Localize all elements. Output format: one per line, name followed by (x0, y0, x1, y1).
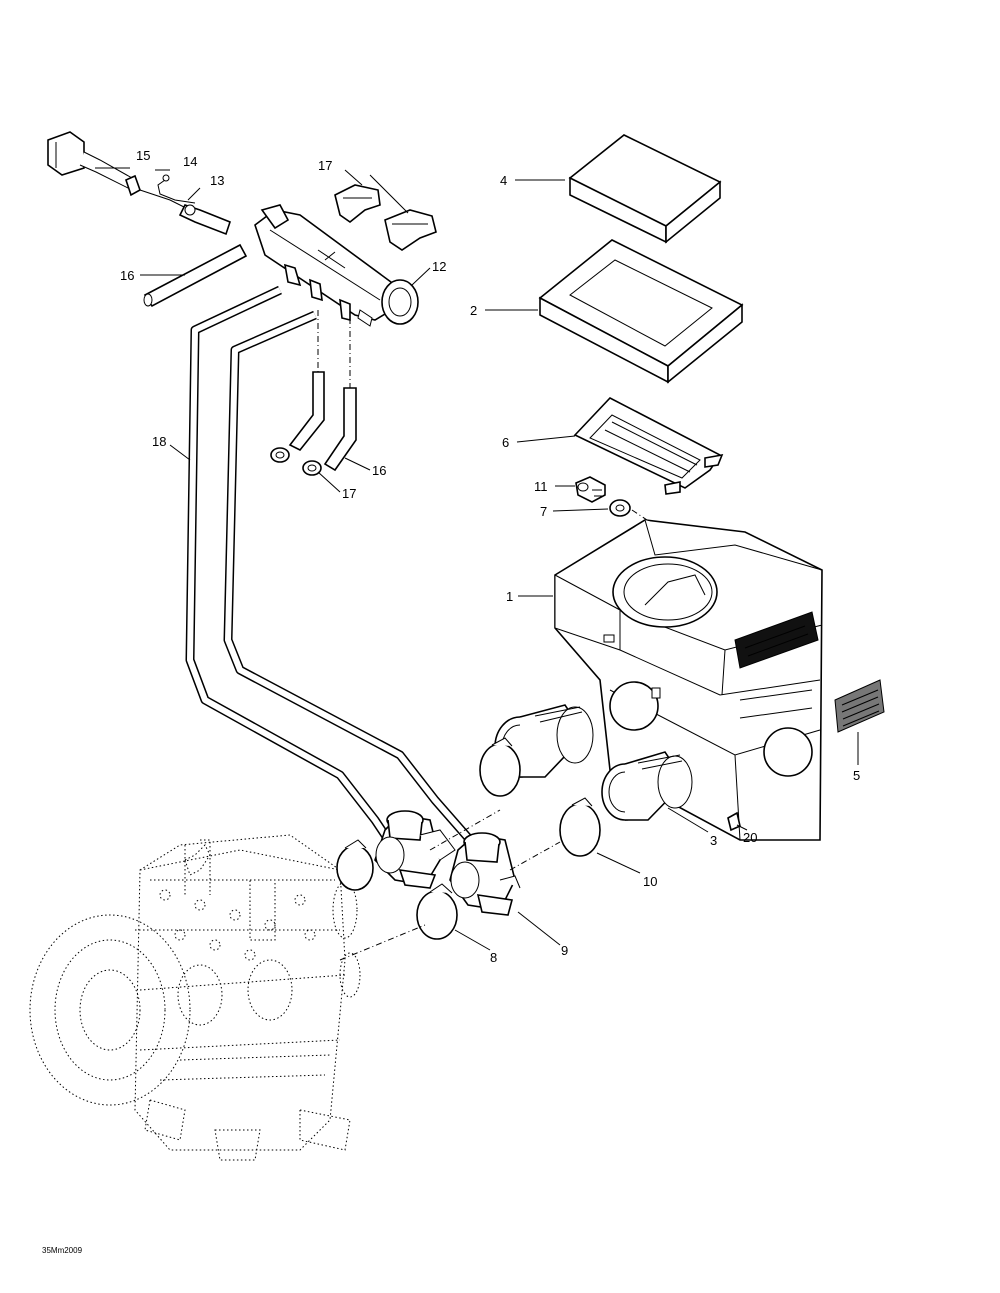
grommet-7 (609, 499, 651, 523)
leader-lines (95, 167, 859, 951)
callout-8: 8 (490, 950, 497, 965)
callout-16-upper: 16 (120, 268, 134, 283)
callout-12: 12 (432, 259, 446, 274)
callout-15: 15 (136, 148, 150, 163)
hose-clamps-17 (270, 447, 322, 476)
callout-11: 11 (534, 479, 548, 494)
callout-16-lower: 16 (372, 463, 386, 478)
callout-labels: 15 14 13 17 12 16 18 16 17 4 2 6 11 7 1 … (120, 148, 860, 965)
fastener-11 (575, 476, 606, 503)
callout-13: 13 (210, 173, 224, 188)
callout-4: 4 (500, 173, 507, 188)
clamps-10 (479, 737, 601, 857)
filter-frame-2 (538, 239, 744, 384)
fuel-pump-12 (254, 204, 419, 327)
carburetors-9 (374, 809, 561, 916)
callout-5: 5 (853, 768, 860, 783)
hoses-16-lower (288, 310, 357, 472)
vent-tube-16-upper (143, 243, 248, 308)
air-silencer-1 (554, 519, 823, 841)
support-brackets-18 (334, 184, 437, 251)
callout-6: 6 (502, 435, 509, 450)
engine-block-drawing (29, 834, 361, 1161)
reference-code: 35Mm2009 (42, 1246, 83, 1255)
hose-13 (178, 204, 231, 236)
callout-10: 10 (643, 874, 657, 889)
callout-2: 2 (470, 303, 477, 318)
decal-5 (834, 679, 885, 733)
callout-3: 3 (710, 833, 717, 848)
callout-18: 17 (318, 158, 332, 173)
callout-7: 7 (540, 504, 547, 519)
callout-17: 17 (342, 486, 356, 501)
callout-19: 18 (152, 434, 166, 449)
primer-connector-15 (47, 131, 141, 197)
callout-9: 9 (561, 943, 568, 958)
callout-1: 1 (506, 589, 513, 604)
silencer-plate-6 (573, 397, 724, 495)
callout-20: 20 (743, 830, 757, 845)
fuel-hoses-19 (185, 285, 474, 853)
callout-14: 14 (183, 154, 197, 169)
air-filter-4 (568, 134, 722, 244)
clamps-8 (336, 839, 458, 961)
